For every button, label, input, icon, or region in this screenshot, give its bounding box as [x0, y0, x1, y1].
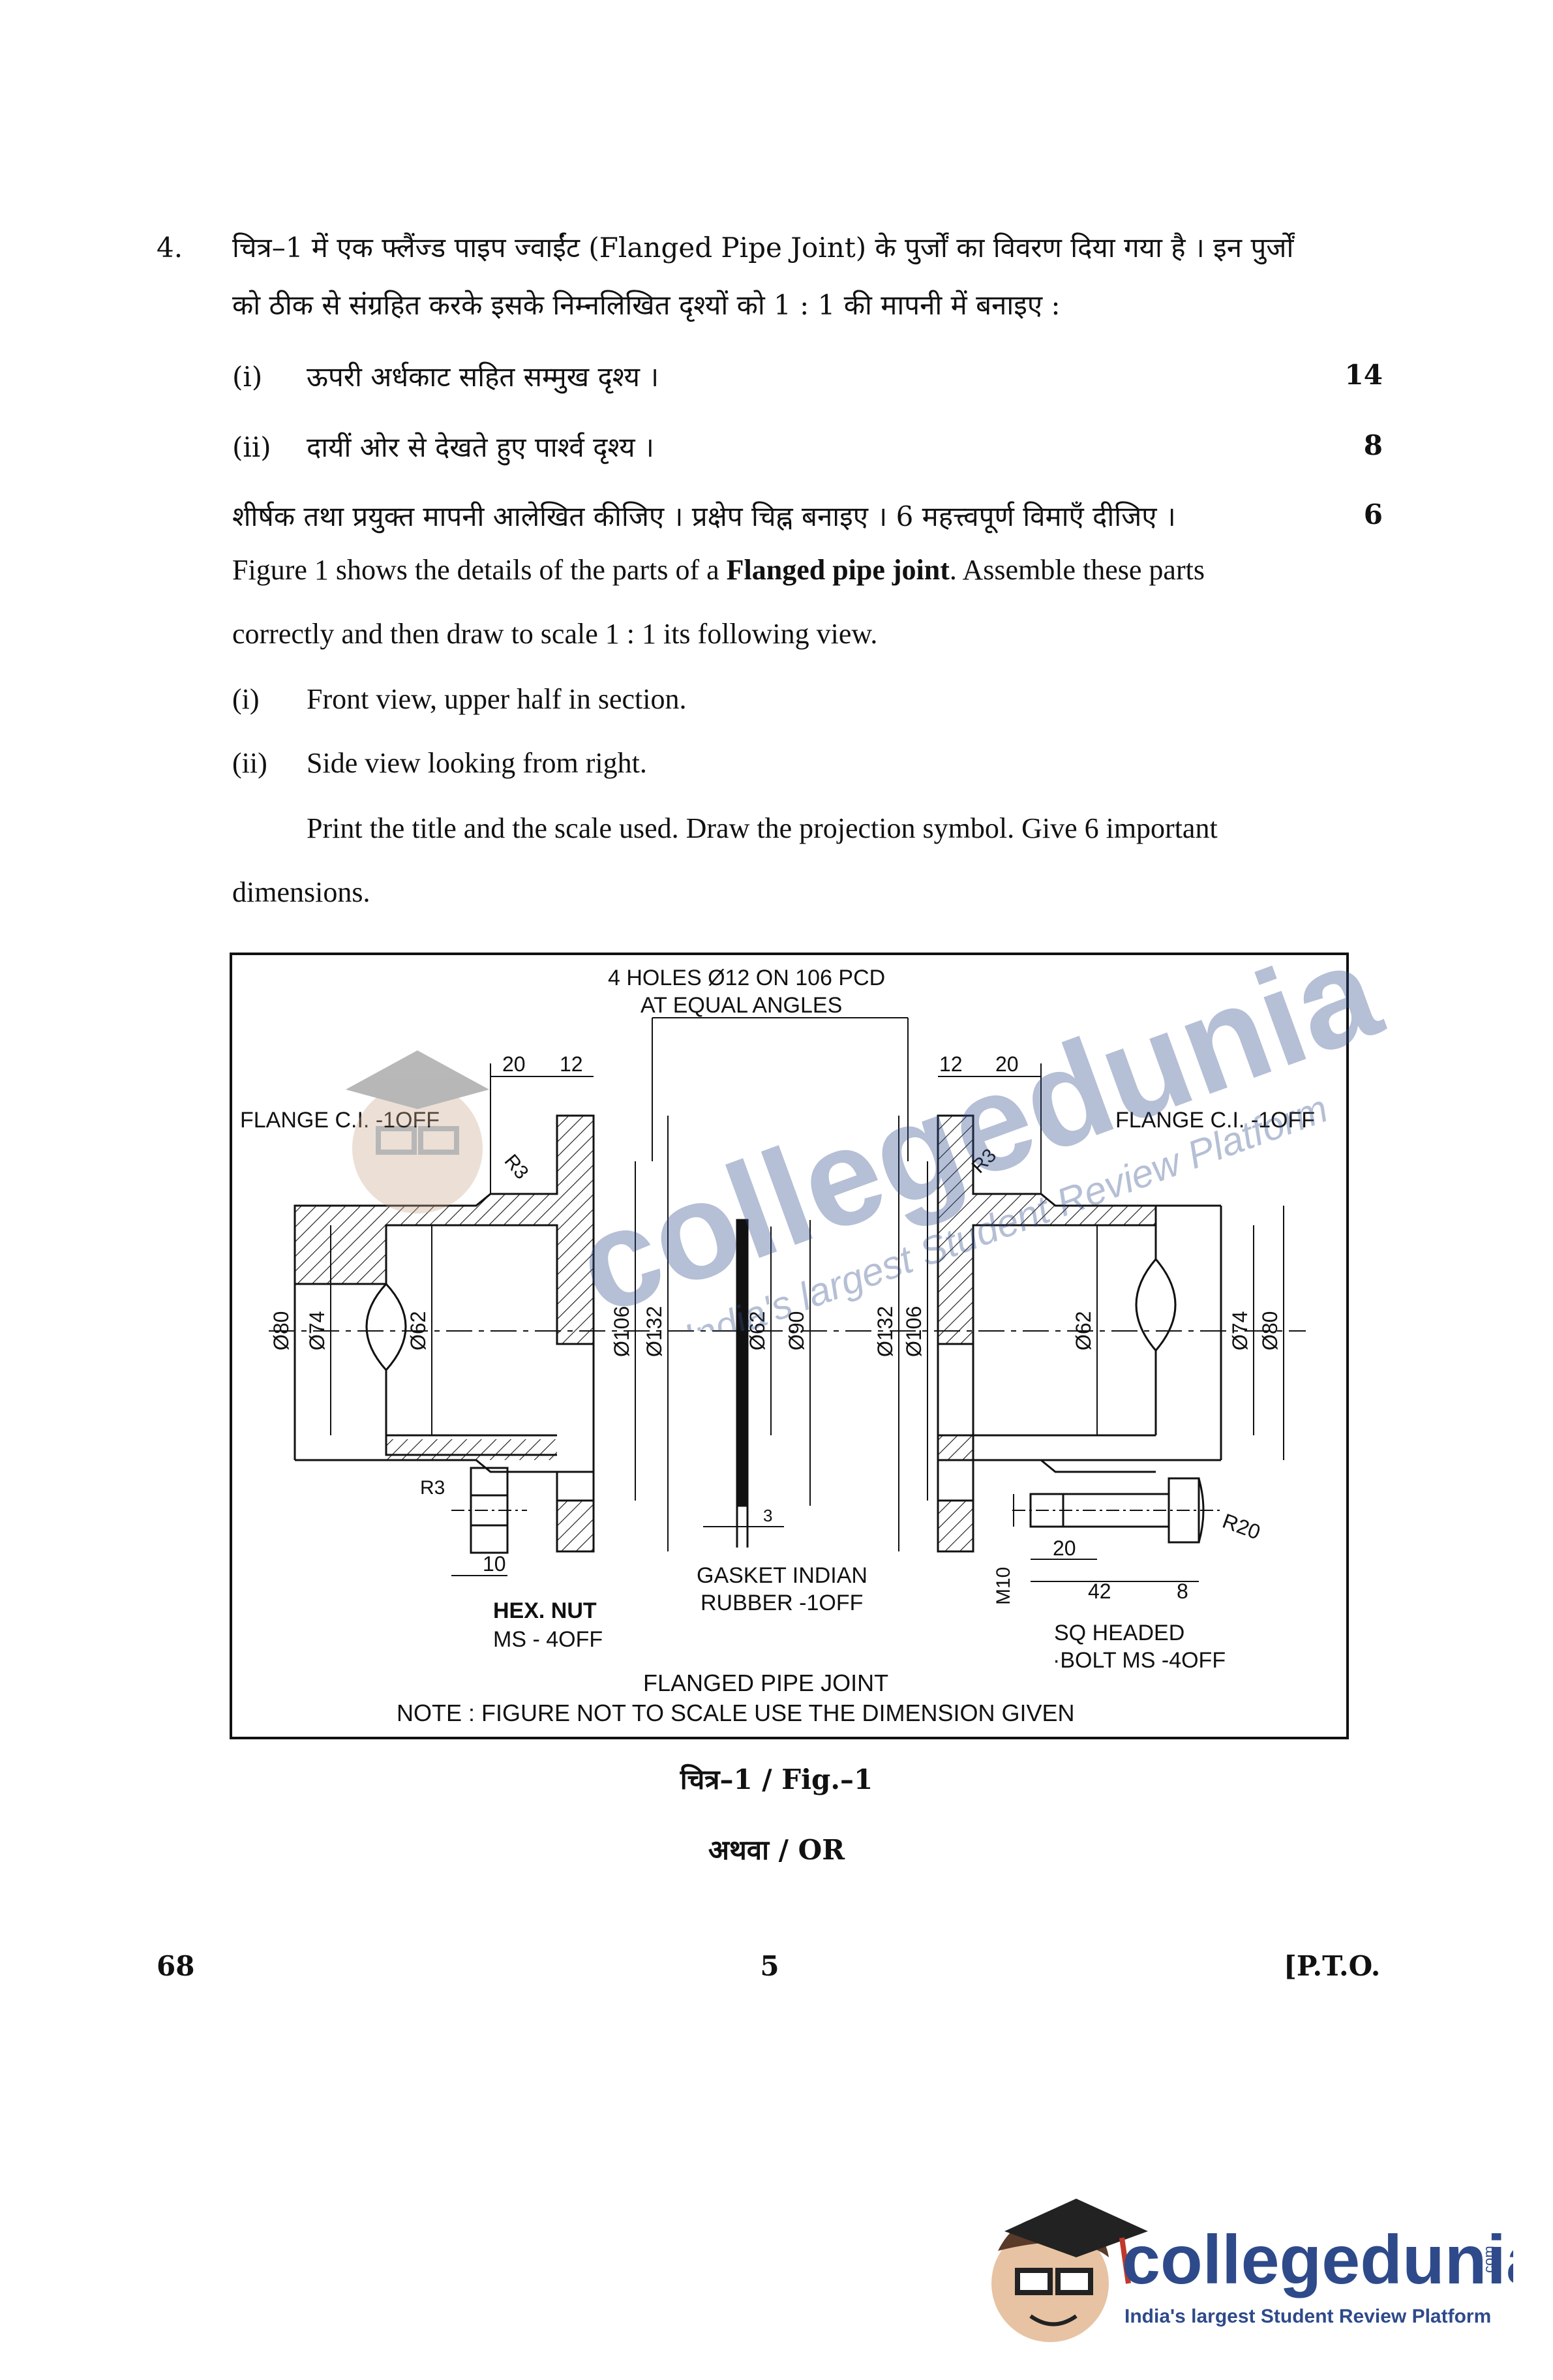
- dim-bolt-r20: R20: [1220, 1509, 1263, 1544]
- figure-labels: 4 HOLES Ø12 ON 106 PCD AT EQUAL ANGLES F…: [240, 966, 1315, 1726]
- question-number: 4.: [157, 232, 183, 264]
- flange-right-label: FLANGE C.I. -1OFF: [1115, 1108, 1315, 1133]
- dim-phi74-left: Ø74: [305, 1311, 329, 1350]
- flange-left-label: FLANGE C.I. -1OFF: [240, 1108, 440, 1133]
- hex-nut-label-1: HEX. NUT: [493, 1598, 597, 1623]
- gasket-label-2: RUBBER -1OFF: [701, 1591, 863, 1615]
- dim-phi132-right: Ø132: [873, 1306, 897, 1357]
- english-line-2: correctly and then draw to scale 1 : 1 i…: [232, 618, 878, 650]
- or-separator: अथवा / OR: [708, 1834, 845, 1866]
- dim-phi90-gasket: Ø90: [785, 1311, 808, 1350]
- page-number: 5: [760, 1950, 779, 1982]
- dim-20-left: 20: [502, 1052, 526, 1076]
- dim-12-left: 12: [560, 1052, 583, 1076]
- bolt-label-1: SQ HEADED: [1054, 1621, 1184, 1645]
- dim-20-right: 20: [995, 1052, 1019, 1076]
- hindi-item-2-marks: 8: [1363, 429, 1383, 461]
- logo-brand: collegedunia: [1122, 2221, 1513, 2298]
- hex-nut: [451, 1467, 527, 1554]
- figure-title: FLANGED PIPE JOINT: [643, 1670, 888, 1696]
- hindi-instruction-marks: 6: [1363, 498, 1383, 530]
- question-hindi-line-1: चित्र–1 में एक फ्लैंज्ड पाइप ज्वाईंट (Fl…: [232, 232, 1294, 264]
- hindi-item-1-number: (i): [232, 361, 263, 393]
- hindi-instruction: शीर्षक तथा प्रयुक्त मापनी आलेखित कीजिए ।…: [232, 500, 1176, 532]
- figure-frame: [230, 953, 1349, 1739]
- left-flange-section: [294, 1114, 595, 1553]
- dim-phi62-right: Ø62: [1072, 1311, 1095, 1350]
- english-line-1-pre: Figure 1 shows the details of the parts …: [232, 554, 727, 586]
- dim-phi106-right: Ø106: [902, 1306, 926, 1357]
- bolt-label-2: ·BOLT MS -4OFF: [1053, 1648, 1226, 1673]
- dimension-lines: [294, 1017, 1284, 1582]
- hindi-item-1-marks: 14: [1344, 359, 1383, 391]
- hindi-item-1-text: ऊपरी अर्धकाट सहित सम्मुख दृश्य ।: [307, 361, 659, 393]
- flanged-pipe-joint-drawing: 4 HOLES Ø12 ON 106 PCD AT EQUAL ANGLES F…: [240, 966, 1315, 1726]
- dim-gasket-3: 3: [763, 1506, 772, 1525]
- gasket: [736, 1219, 749, 1548]
- dim-nut-10: 10: [483, 1552, 506, 1576]
- dim-r3-top-left: R3: [500, 1150, 533, 1183]
- dim-bolt-42: 42: [1088, 1579, 1111, 1603]
- english-line-1-post: . Assemble these parts: [949, 554, 1205, 586]
- collegedunia-logo: collegedunia .com India's largest Studen…: [991, 2199, 1513, 2342]
- gasket-label-1: GASKET INDIAN: [697, 1563, 867, 1588]
- figure-caption: चित्र–1 / Fig.–1: [680, 1763, 873, 1795]
- dim-phi106-left: Ø106: [610, 1306, 633, 1357]
- hex-nut-label-2: MS - 4OFF: [493, 1627, 603, 1652]
- english-instruction-2: dimensions.: [232, 876, 370, 908]
- dim-phi74-right: Ø74: [1228, 1311, 1252, 1350]
- dim-phi132-left: Ø132: [642, 1306, 666, 1357]
- mascot-icon: [991, 2199, 1148, 2342]
- holes-label-1: 4 HOLES Ø12 ON 106 PCD: [608, 966, 885, 990]
- dim-bolt-m10: M10: [993, 1567, 1014, 1605]
- question-hindi-line-2: को ठीक से संग्रहित करके इसके निम्नलिखित …: [232, 289, 1061, 321]
- hindi-item-2-text: दायीं ओर से देखते हुए पार्श्व दृश्य ।: [307, 431, 654, 463]
- dim-bolt-20: 20: [1053, 1536, 1076, 1560]
- dim-phi62-gasket: Ø62: [746, 1311, 769, 1350]
- right-flange-section: [937, 1114, 1222, 1553]
- english-item-1-number: (i): [232, 683, 260, 715]
- dim-phi80-right: Ø80: [1258, 1311, 1282, 1350]
- dim-phi80-left: Ø80: [269, 1311, 293, 1350]
- dim-r3-bottom: R3: [420, 1477, 445, 1499]
- english-item-2-number: (ii): [232, 747, 267, 779]
- english-line-1-bold: Flanged pipe joint: [726, 554, 950, 586]
- hindi-item-2-number: (ii): [232, 431, 271, 463]
- english-instruction-1: Print the title and the scale used. Draw…: [307, 812, 1218, 844]
- holes-label-2: AT EQUAL ANGLES: [641, 993, 842, 1018]
- dim-12-right: 12: [939, 1052, 963, 1076]
- footer-code: 68: [157, 1950, 195, 1982]
- figure-note: NOTE : FIGURE NOT TO SCALE USE THE DIMEN…: [397, 1700, 1075, 1726]
- logo-tagline: India's largest Student Review Platform: [1124, 2306, 1491, 2327]
- pto-label: [P.T.O.: [1284, 1950, 1381, 1982]
- english-item-2-text: Side view looking from right.: [307, 747, 647, 779]
- logo-dotcom: .com: [1481, 2246, 1497, 2277]
- english-item-1-text: Front view, upper half in section.: [307, 683, 687, 715]
- english-line-1: Figure 1 shows the details of the parts …: [232, 552, 1205, 588]
- dim-phi62-left: Ø62: [406, 1311, 430, 1350]
- sq-headed-bolt: [1012, 1477, 1221, 1544]
- dim-bolt-8: 8: [1177, 1579, 1188, 1603]
